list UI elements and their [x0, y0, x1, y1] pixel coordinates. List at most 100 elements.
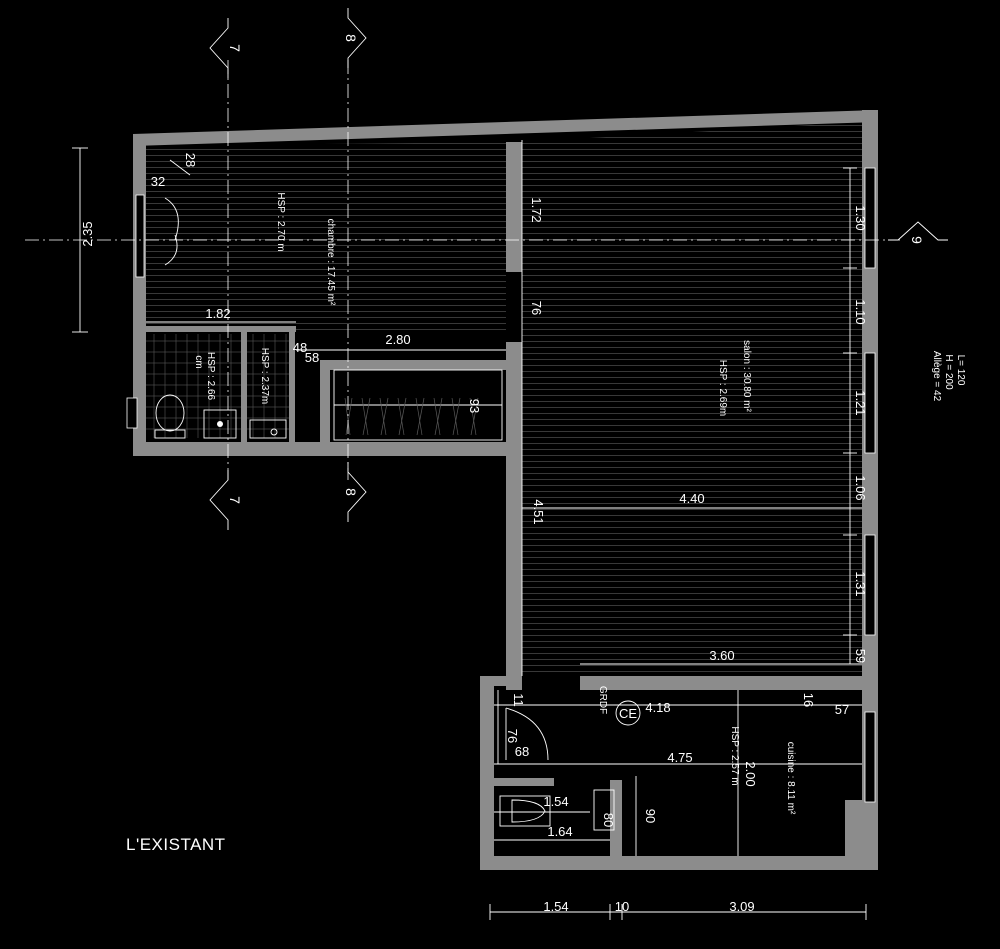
dim-2-80: 2.80 — [385, 332, 410, 347]
dim-80: 80 — [601, 813, 616, 827]
fixtures — [154, 159, 615, 831]
window-spec-line1: L= 120 — [955, 355, 966, 386]
dim-11: 11 — [511, 693, 526, 707]
section-label-9: 9 — [909, 236, 925, 244]
dim-48: 48 — [293, 340, 307, 355]
section-label-8-bottom: 8 — [343, 488, 359, 496]
section-marker-8-bottom: 8 — [343, 462, 367, 522]
wardrobe — [333, 369, 503, 441]
windows — [126, 167, 876, 803]
dimension-lines — [72, 140, 867, 920]
dim-90: 90 — [643, 809, 658, 823]
wall-sdb-right — [289, 332, 295, 442]
sdb-shower — [249, 419, 287, 439]
wall-salon-left-lower — [506, 442, 522, 690]
section-marker-9: 9 — [888, 221, 948, 244]
wall-corridor-right — [610, 780, 622, 856]
door-swings — [164, 159, 549, 761]
window-cuisine — [864, 711, 876, 803]
window-salon-1 — [864, 167, 876, 269]
sdb-hsp: HSP : 2.37m — [259, 348, 270, 405]
dim-4-40: 4.40 — [679, 491, 704, 506]
dim-1-31: 1.31 — [853, 571, 868, 596]
dim-57: 57 — [835, 702, 849, 717]
cuisine-hsp: HSP : 2.57 m — [729, 726, 740, 785]
window-salon-2 — [864, 352, 876, 454]
room-labels: HSP : 2.70 m chambre : 17.45 m² cm HSP :… — [193, 192, 796, 815]
salon-hsp: HSP : 2.69m — [717, 360, 728, 417]
wc-sink — [203, 409, 237, 439]
grdf-tag: GRDF — [597, 686, 608, 714]
wall-wc-top — [146, 326, 296, 332]
dim-1-54a: 1.54 — [543, 794, 568, 809]
dimension-texts: 2.35 28 32 1.82 48 58 2.80 93 1.72 76 4.… — [80, 153, 868, 914]
dim-68: 68 — [515, 744, 529, 759]
drawing-title: L'EXISTANT — [126, 835, 226, 854]
dim-59: 59 — [853, 649, 868, 663]
window-chambre — [135, 194, 145, 278]
floor-sdb — [247, 334, 289, 438]
wall-salon-left-upper — [506, 142, 522, 272]
floor-wc — [146, 334, 241, 438]
dim-76b: 76 — [505, 729, 520, 743]
dim-1-64: 1.64 — [547, 824, 572, 839]
dim-58: 58 — [305, 350, 319, 365]
wall-closet-left — [320, 360, 330, 442]
dim-76a: 76 — [529, 301, 544, 315]
section-marker-7-bottom: 7 — [209, 470, 243, 530]
dim-2-35: 2.35 — [80, 221, 95, 246]
wall-cuisine-pillar — [845, 800, 862, 856]
dim-1-21: 1.21 — [853, 390, 868, 415]
window-spec: L= 120 H = 200 Allège = 42 — [931, 351, 966, 402]
section-axes — [25, 60, 900, 480]
floors — [146, 122, 862, 676]
wall-cuisine-left — [480, 676, 494, 870]
salon-name: salon : 30.80 m² — [741, 340, 752, 412]
window-salon-3 — [864, 534, 876, 636]
wall-salon-left-mid — [506, 342, 522, 442]
section-marker-7-top: 7 — [209, 18, 243, 78]
section-label-7-top: 7 — [227, 44, 243, 52]
dim-3-60: 3.60 — [709, 648, 734, 663]
bathtub — [499, 795, 551, 827]
wc-toilet — [154, 394, 186, 439]
dim-1-54b: 1.54 — [543, 899, 568, 914]
wall-bath-top — [494, 778, 554, 786]
walls — [133, 110, 878, 870]
ce-circle — [615, 700, 641, 726]
dim-1-72: 1.72 — [529, 197, 544, 222]
dim-1-06: 1.06 — [853, 475, 868, 500]
window-spec-line2: H = 200 — [943, 354, 954, 390]
wall-bottom — [480, 856, 878, 870]
kitchen-sink — [593, 789, 615, 831]
dim-2-00: 2.00 — [743, 761, 758, 786]
chambre-name: chambre : 17.45 m² — [325, 219, 336, 306]
ce-tag: CE — [619, 706, 637, 721]
wall-salon-bottom — [580, 676, 878, 690]
dim-16: 16 — [801, 693, 816, 707]
dim-4-18: 4.18 — [645, 700, 670, 715]
section-label-8-top: 8 — [343, 34, 359, 42]
dim-4-75: 4.75 — [667, 750, 692, 765]
section-label-7-bottom: 7 — [227, 496, 243, 504]
wall-wc-sdb — [241, 332, 247, 442]
dim-10: 10 — [615, 899, 629, 914]
wc-tag: cm — [193, 355, 204, 368]
wall-closet-top — [320, 360, 506, 370]
dim-4-51: 4.51 — [531, 499, 546, 524]
outer-wall-top — [133, 110, 878, 146]
floor-chambre — [146, 142, 506, 332]
dim-1-30: 1.30 — [853, 205, 868, 230]
wall-bottom-left — [133, 442, 522, 456]
chambre-hsp: HSP : 2.70 m — [275, 192, 286, 251]
dim-28: 28 — [183, 153, 198, 167]
wall-corridor-stub — [480, 676, 508, 686]
dim-1-82: 1.82 — [205, 306, 230, 321]
wc-hsp: HSP : 2.66 — [205, 352, 216, 401]
radiator — [126, 397, 138, 429]
dim-93: 93 — [467, 399, 482, 413]
floor-salon — [522, 122, 862, 676]
dim-32: 32 — [151, 174, 165, 189]
cuisine-name: cuisine : 8.11 m² — [785, 742, 796, 815]
dim-1-10: 1.10 — [853, 299, 868, 324]
